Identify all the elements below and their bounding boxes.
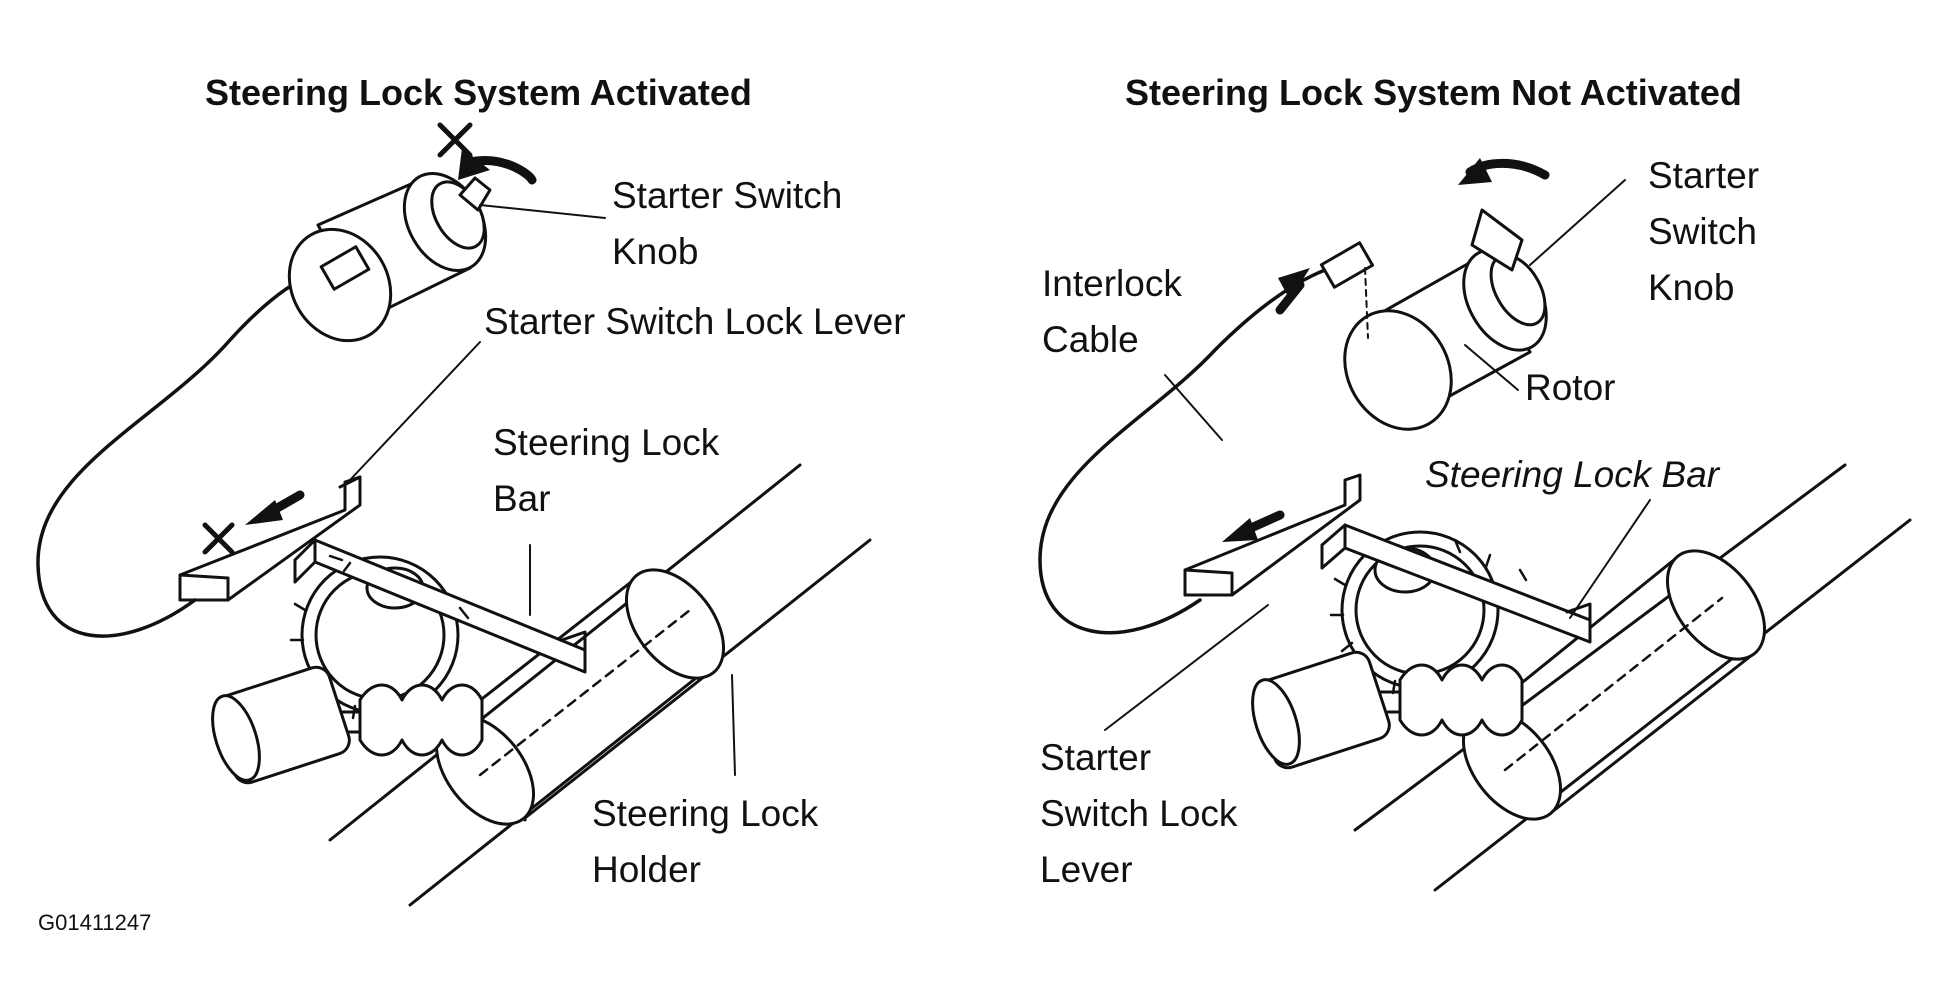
right-lock-lever — [1183, 473, 1362, 597]
left-knob-leader — [479, 204, 606, 219]
left-lever-arrowhead — [245, 500, 283, 525]
left-knob-label-line1: Starter Switch — [612, 175, 843, 216]
left-rotation-arrowhead — [458, 148, 490, 180]
right-cable-leader — [1164, 374, 1223, 441]
left-holder-label-line2: Holder — [592, 849, 701, 890]
left-interlock-cable — [36, 266, 327, 638]
right-knob-leader — [1529, 179, 1626, 266]
left-holder-leader — [731, 674, 736, 776]
left-lock-lever — [178, 475, 362, 602]
right-column-bottom-edge — [1433, 518, 1912, 892]
right-knob-label-line1: Starter — [1648, 155, 1760, 196]
right-key-cylinder — [1343, 208, 1548, 431]
right-cable-label-line1: Interlock — [1042, 263, 1182, 304]
left-worm-motor — [211, 665, 484, 785]
right-steering-lock-holder — [1461, 549, 1767, 821]
left-steering-lock-bar — [293, 538, 587, 674]
left-column-bottom-edge — [408, 538, 872, 907]
right-knob-label-line2: Switch — [1648, 211, 1757, 252]
right-lever-leader — [1104, 604, 1269, 731]
figure-code: G01411247 — [38, 910, 152, 935]
right-bar-label: Steering Lock Bar — [1425, 454, 1720, 495]
left-knob-x-mark — [437, 122, 473, 158]
right-worm-motor — [1251, 650, 1524, 770]
right-lever-label-line1: Starter — [1040, 737, 1152, 778]
left-key-cylinder — [287, 172, 492, 343]
right-steering-lock-bar — [1320, 523, 1592, 644]
left-lever-label: Starter Switch Lock Lever — [484, 301, 906, 342]
left-panel-title: Steering Lock System Activated — [205, 72, 752, 113]
left-lever-leader — [349, 341, 481, 481]
left-knob-label-line2: Knob — [612, 231, 699, 272]
right-cable-end — [1319, 241, 1375, 289]
right-rotor-label: Rotor — [1525, 367, 1616, 408]
right-bar-leader — [1569, 499, 1651, 619]
right-cable-arrowhead — [1278, 268, 1310, 300]
right-lever-arrowhead — [1222, 518, 1258, 542]
left-bar-label-line2: Bar — [493, 478, 551, 519]
right-panel-title: Steering Lock System Not Activated — [1125, 72, 1742, 113]
left-illustration — [36, 122, 872, 907]
left-bar-label-line1: Steering Lock — [493, 422, 720, 463]
left-rotation-arrow — [465, 156, 537, 185]
right-illustration — [1038, 158, 1912, 892]
left-lever-x-mark — [202, 522, 235, 555]
right-rotor-leader — [1464, 344, 1519, 391]
right-cable-label-line2: Cable — [1042, 319, 1139, 360]
left-holder-label-line1: Steering Lock — [592, 793, 819, 834]
right-lever-label-line2: Switch Lock — [1040, 793, 1238, 834]
right-interlock-cable — [1038, 268, 1327, 635]
right-knob-label-line3: Knob — [1648, 267, 1735, 308]
right-rotation-arrowhead — [1458, 158, 1492, 185]
right-column-top-edge — [1353, 463, 1847, 832]
right-lever-label-line3: Lever — [1040, 849, 1133, 890]
